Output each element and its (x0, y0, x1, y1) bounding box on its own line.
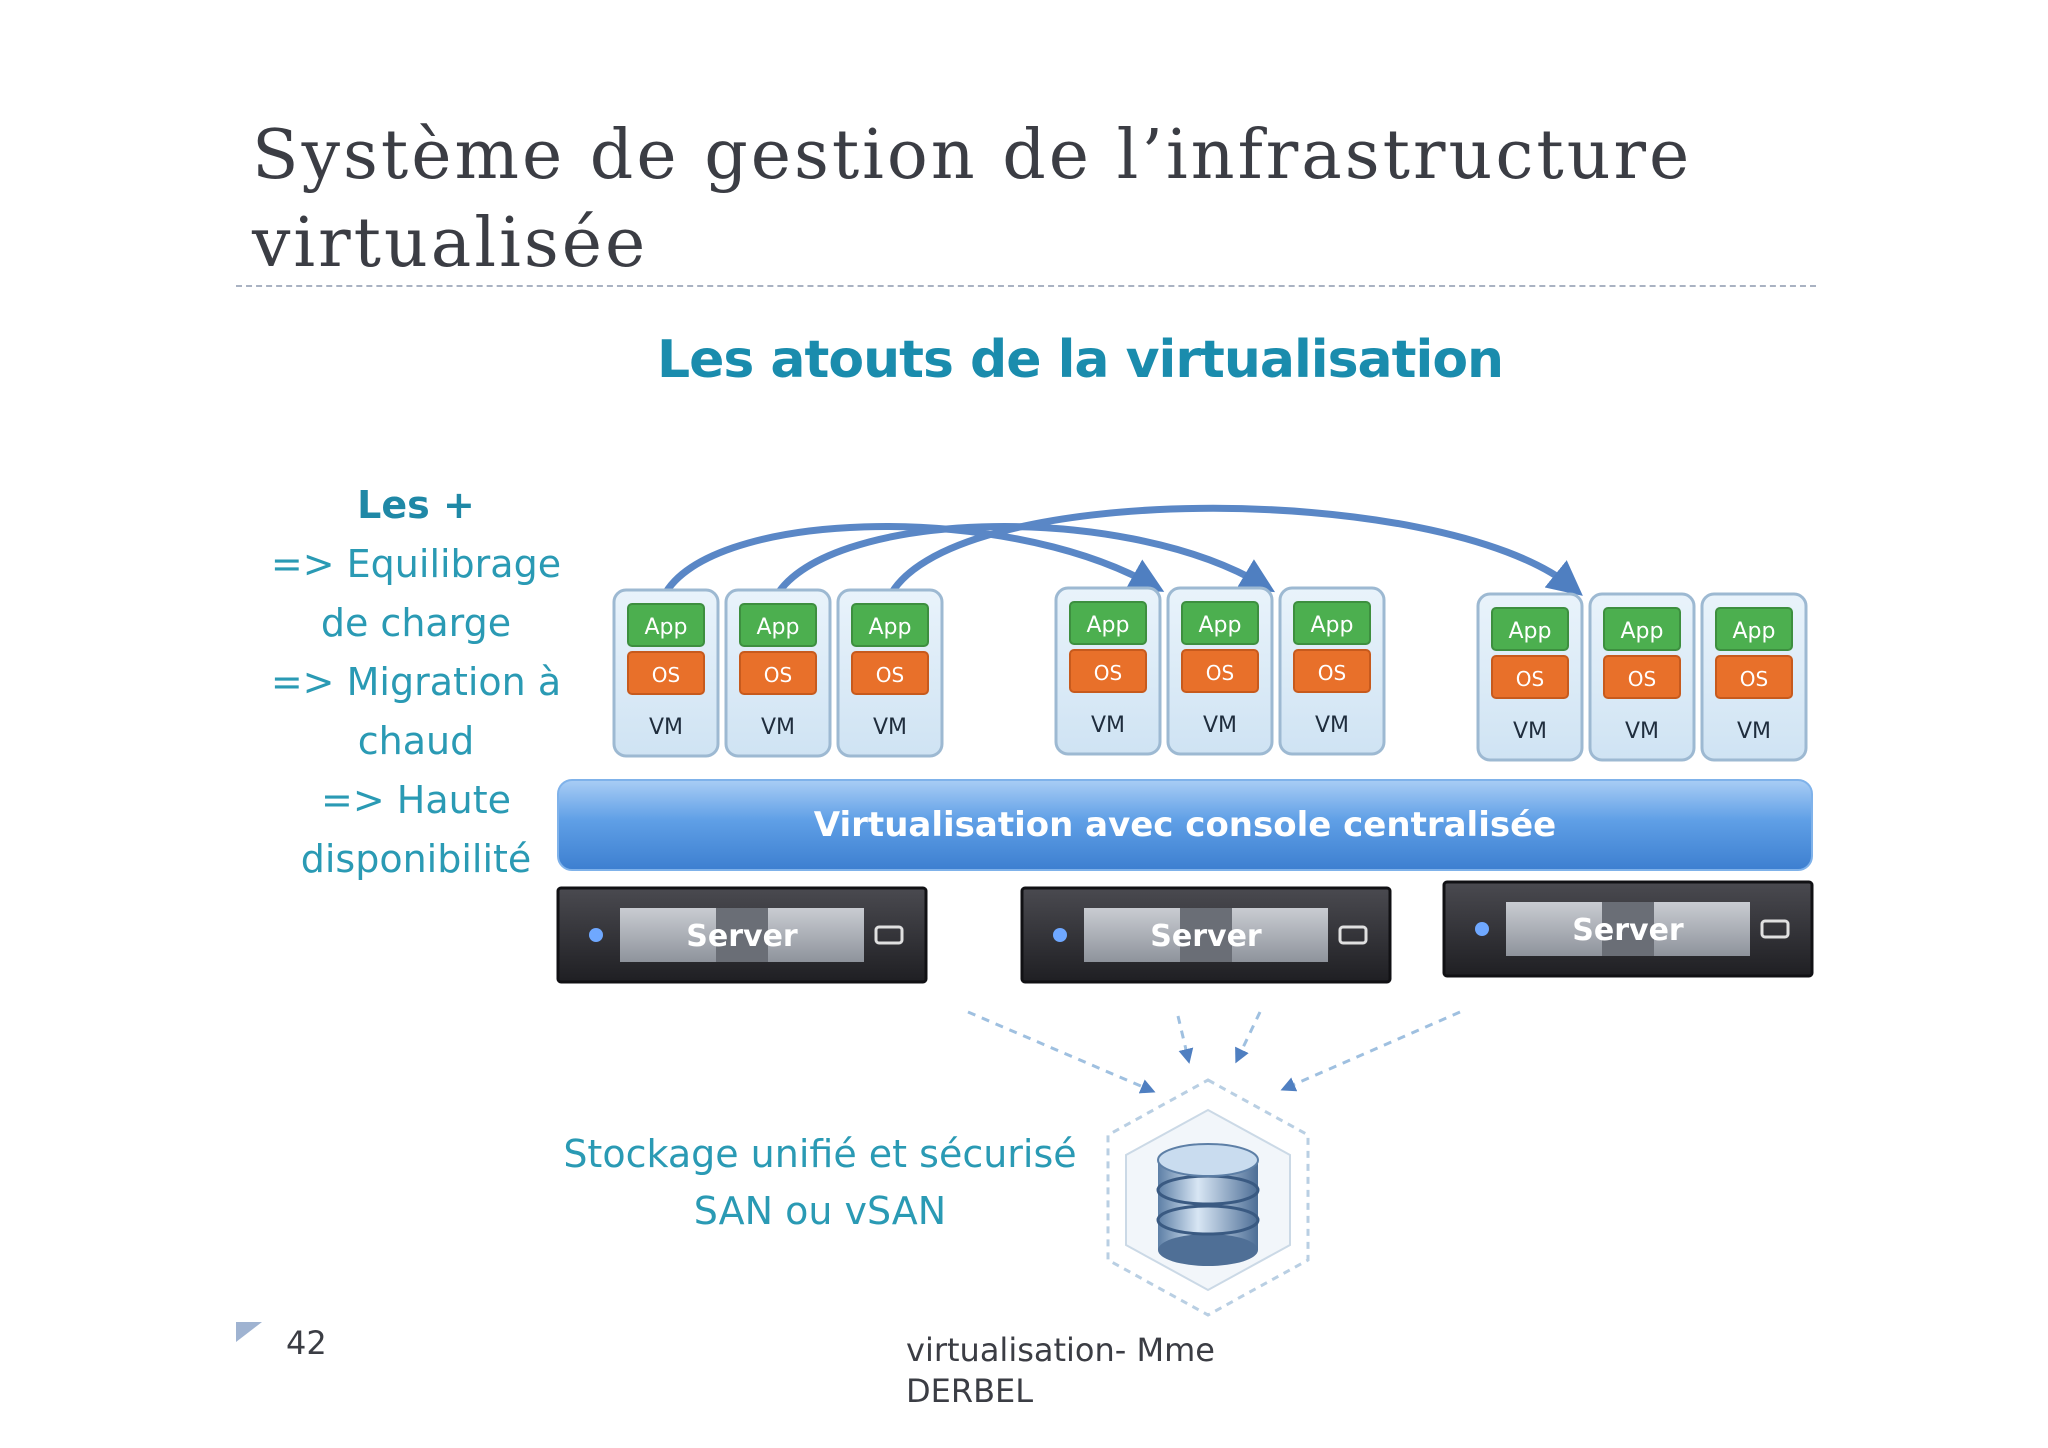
vm-label: VM (649, 715, 683, 740)
os-label: OS (764, 663, 792, 687)
vm-label: VM (1625, 719, 1659, 744)
vm-label: VM (1513, 719, 1547, 744)
os-label: OS (1516, 667, 1544, 691)
diagram-title: Les atouts de la virtualisation (656, 330, 1504, 390)
page-number: 42 (286, 1324, 327, 1362)
server-led-icon (1053, 928, 1067, 942)
app-label: App (645, 615, 688, 640)
server-unit: Server (1442, 880, 1814, 978)
vm-label: VM (1315, 713, 1349, 738)
app-label: App (1733, 619, 1776, 644)
os-label: OS (1740, 667, 1768, 691)
os-label: OS (876, 663, 904, 687)
os-label: OS (652, 663, 680, 687)
vm-label: VM (1737, 719, 1771, 744)
migration-arrow-3 (884, 504, 1583, 602)
virtualisation-bar-label: Virtualisation avec console centralisée (814, 805, 1556, 845)
storage-label-line-2: SAN ou vSAN (693, 1189, 947, 1233)
advantage-line: => Haute (321, 778, 511, 822)
server-label: Server (686, 919, 798, 954)
server-port-icon (1760, 919, 1790, 939)
footer-line-1: virtualisation- Mme (906, 1331, 1215, 1369)
os-label: OS (1628, 667, 1656, 691)
app-label: App (1509, 619, 1552, 644)
app-label: App (869, 615, 912, 640)
server-unit: Server (1020, 886, 1392, 984)
database-icon (1156, 1143, 1260, 1266)
advantages-list: Les + => Equilibrage de charge => Migrat… (240, 476, 592, 889)
storage-link-middle (1176, 1015, 1194, 1064)
storage-link-right (1280, 1010, 1461, 1092)
storage-link-left (967, 1010, 1156, 1094)
slide-title-line-2: virtualisée (252, 204, 649, 283)
storage-label-line-1: Stockage unifié et sécurisé (563, 1132, 1077, 1176)
footer-author: virtualisation- Mme DERBEL (906, 1330, 1266, 1412)
advantage-line: chaud (357, 719, 475, 763)
migration-arrows (658, 504, 1583, 602)
migration-arrow-1 (658, 523, 1165, 602)
server-group: Server Server Server (556, 880, 1814, 984)
advantage-line: => Migration à (270, 660, 562, 704)
app-label: App (1621, 619, 1664, 644)
advantage-line: disponibilité (300, 837, 532, 881)
footer-line-2: DERBEL (906, 1372, 1034, 1410)
storage-link-center (1235, 1011, 1262, 1064)
advantages-heading: Les + (357, 483, 475, 527)
os-label: OS (1094, 661, 1122, 685)
title-divider (236, 285, 1816, 287)
os-label: OS (1206, 661, 1234, 685)
advantage-line: => Equilibrage (270, 542, 562, 586)
migration-arrow-2 (770, 523, 1276, 602)
storage-icon (1106, 1078, 1310, 1317)
vm-label: VM (873, 715, 907, 740)
server-led-icon (589, 928, 603, 942)
vm-label: VM (1203, 713, 1237, 738)
vm-label: VM (761, 715, 795, 740)
app-label: App (1311, 613, 1354, 638)
virtualisation-bar: Virtualisation avec console centralisée (557, 779, 1813, 871)
server-unit: Server (556, 886, 928, 984)
os-label: OS (1318, 661, 1346, 685)
app-label: App (1087, 613, 1130, 638)
storage-links (967, 1010, 1461, 1094)
app-label: App (1199, 613, 1242, 638)
app-label: App (757, 615, 800, 640)
footer-triangle-icon (236, 1322, 262, 1342)
storage-label: Stockage unifié et sécurisé SAN ou vSAN (540, 1126, 1100, 1240)
server-led-icon (1475, 922, 1489, 936)
server-label: Server (1572, 913, 1684, 948)
server-port-icon (874, 925, 904, 945)
server-port-icon (1338, 925, 1368, 945)
server-label: Server (1150, 919, 1262, 954)
advantage-line: de charge (320, 601, 512, 645)
slide-title: Système de gestion de l’infrastructure v… (252, 112, 1812, 288)
vm-group: AppOSVMAppOSVMAppOSVMAppOSVMAppOSVMAppOS… (612, 586, 1808, 762)
slide-title-line-1: Système de gestion de l’infrastructure (252, 116, 1693, 195)
vm-label: VM (1091, 713, 1125, 738)
